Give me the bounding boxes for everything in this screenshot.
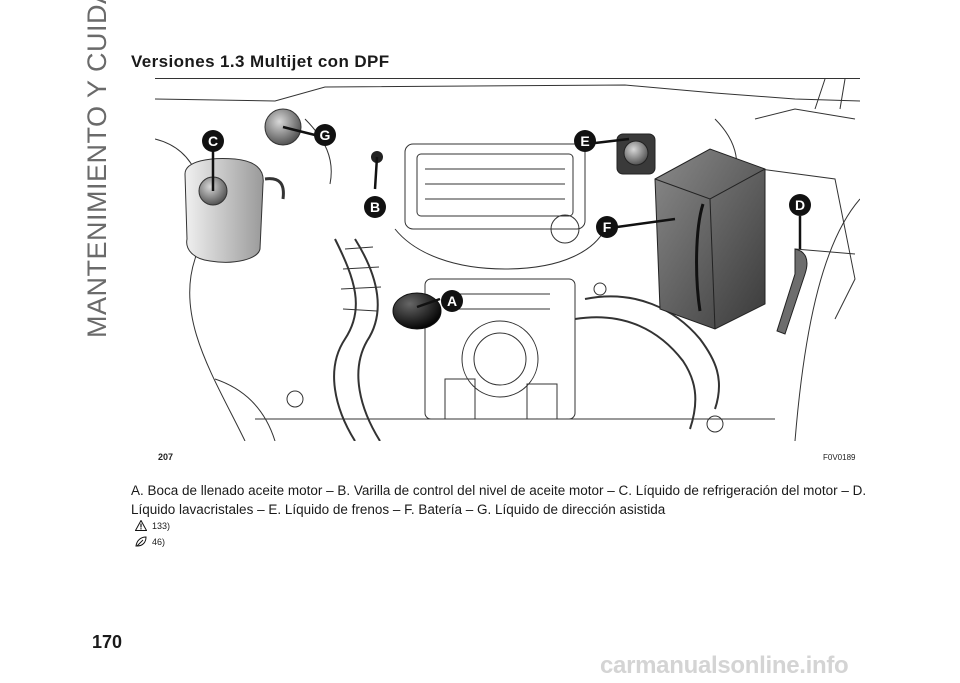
section-title: Versiones 1.3 Multijet con DPF — [131, 52, 390, 71]
callout-d: D — [795, 197, 805, 213]
reference-warning[interactable]: 133) — [135, 520, 170, 531]
figure-number: 207 — [158, 452, 174, 462]
callout-b: B — [370, 199, 380, 215]
reference-warning-text: 133) — [152, 520, 171, 531]
engine-bay-illustration: C G B A E F D — [155, 79, 860, 441]
callout-a: A — [447, 293, 457, 309]
callout-c: C — [208, 133, 218, 149]
chapter-side-header: MANTENIMIENTO Y CUIDADO — [78, 0, 122, 350]
figure-caption: A. Boca de llenado aceite motor – B. Var… — [131, 483, 867, 517]
warning-triangle-icon — [135, 520, 147, 531]
reference-environment[interactable]: 46) — [135, 536, 165, 547]
figure-code: F0V0189 — [823, 453, 856, 462]
callout-e: E — [580, 133, 589, 149]
engine-bay-figure: C G B A E F D — [155, 78, 860, 441]
environment-icon — [135, 536, 147, 547]
reference-environment-text: 46) — [152, 536, 166, 547]
callout-labels: C G B A E F D — [202, 124, 811, 312]
watermark[interactable]: carmanualsonline.info — [600, 652, 849, 679]
callout-g: G — [320, 127, 331, 143]
callout-f: F — [603, 219, 612, 235]
page-number: 170 — [92, 632, 123, 652]
chapter-label: MANTENIMIENTO Y CUIDADO — [82, 0, 112, 338]
